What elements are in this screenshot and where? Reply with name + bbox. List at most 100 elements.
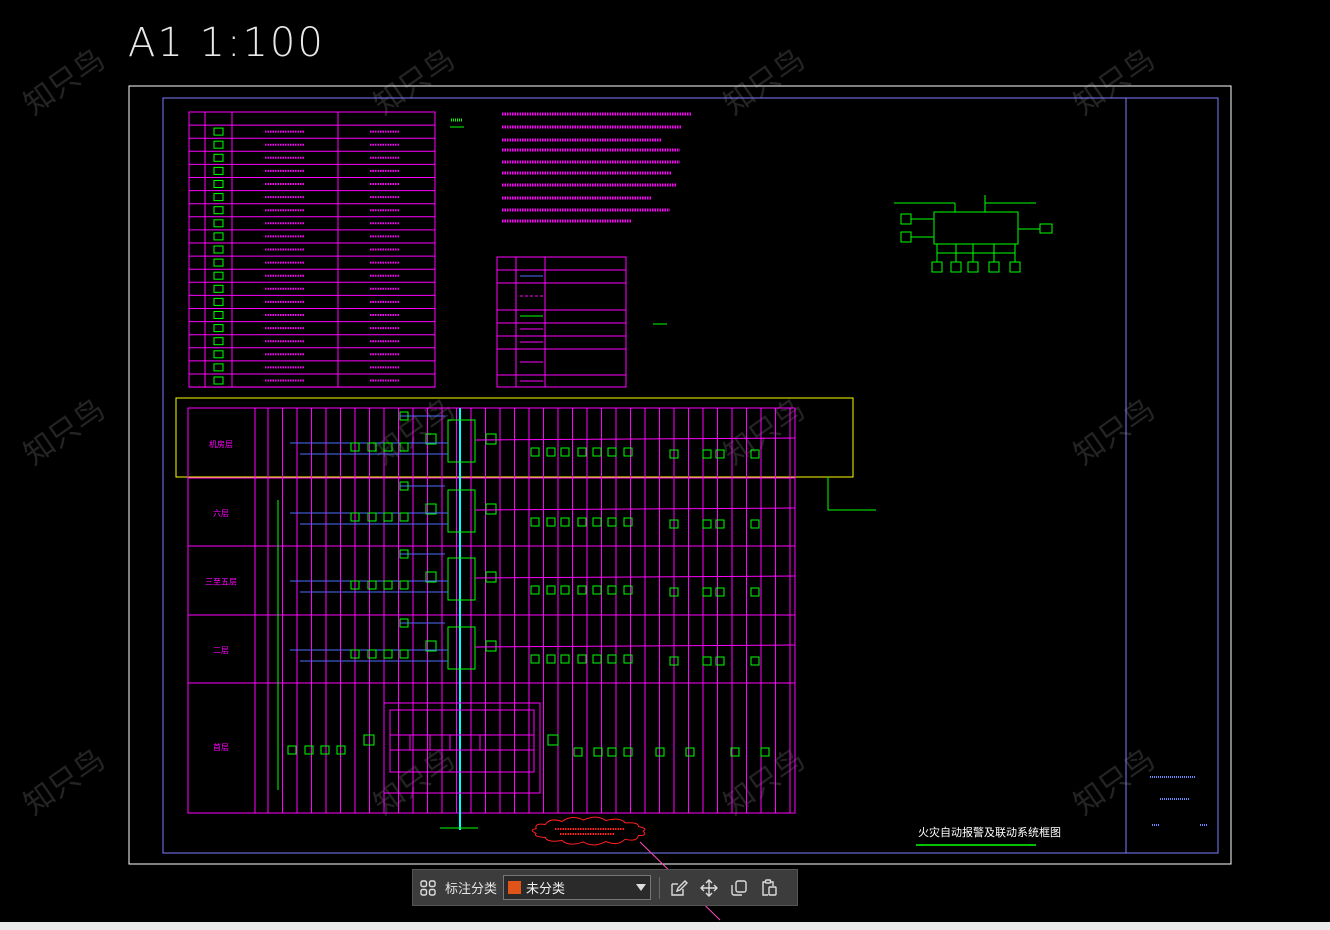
edit-icon[interactable] [664, 873, 694, 903]
floor-device-symbol [530, 585, 540, 595]
floor-speaker-symbol [399, 618, 409, 628]
floor-module-symbol [425, 571, 437, 583]
legend-symbol [213, 284, 224, 293]
floor-module-symbol [425, 503, 437, 515]
floor-device-symbol [350, 580, 360, 590]
legend-symbol [213, 166, 224, 175]
legend-symbol [213, 206, 224, 215]
floor-module-symbol [485, 433, 497, 445]
ground-device-symbol [730, 747, 740, 757]
floor-device-symbol [383, 649, 393, 659]
linetype-table [496, 256, 667, 388]
floor-device-symbol [702, 449, 712, 459]
floor-module-symbol [425, 640, 437, 652]
ground-device-symbol [607, 747, 617, 757]
floor-label: 机房层 [209, 439, 233, 449]
floor-device-symbol [750, 656, 760, 666]
drawing-title: 火灾自动报警及联动系统框图 [918, 825, 1061, 839]
floor-device-symbol [560, 517, 570, 527]
legend-symbol [213, 376, 224, 385]
copy-icon[interactable] [724, 873, 754, 903]
watermark-text: 知只鸟 [1068, 392, 1162, 472]
floor-device-symbol [715, 449, 725, 459]
floor-speaker-symbol [399, 549, 409, 559]
watermark-text: 知只鸟 [718, 42, 812, 122]
floor-device-symbol [592, 447, 602, 457]
floor-controller-box [447, 419, 476, 463]
floor-device-symbol [715, 656, 725, 666]
ground-module-symbol [547, 734, 559, 746]
legend-symbol [213, 311, 224, 319]
watermark-text: 知只鸟 [368, 392, 462, 472]
fire-control-room [383, 702, 541, 794]
floor-bus-line [474, 575, 796, 579]
module-device-symbol [988, 261, 1000, 273]
floor-bus-line [474, 644, 796, 648]
floor-device-symbol [750, 587, 760, 597]
floor-device-symbol [399, 442, 409, 452]
legend-table [188, 111, 436, 388]
floor-device-symbol [669, 656, 679, 666]
ground-detector-symbol [336, 745, 346, 755]
legend-symbol [213, 363, 224, 372]
floor-device-symbol [546, 585, 556, 595]
floor-device-symbol [669, 587, 679, 597]
floor-controller-box [447, 626, 476, 670]
module-diagram [894, 195, 1053, 273]
ground-detector-symbol [287, 745, 297, 755]
floor-device-symbol [592, 585, 602, 595]
floor-device-symbol [750, 519, 760, 529]
legend-symbol [213, 153, 224, 162]
floor-device-symbol [577, 447, 587, 457]
floor-speaker-symbol [399, 411, 409, 421]
legend-symbol [213, 271, 224, 280]
floor-device-symbol [399, 649, 409, 659]
category-color-swatch [508, 881, 522, 894]
ground-device-symbol [623, 747, 633, 757]
floor-device-symbol [367, 649, 377, 659]
legend-symbol [213, 297, 224, 306]
move-icon[interactable] [694, 873, 724, 903]
ground-device-symbol [655, 747, 665, 757]
floor-device-symbol [560, 654, 570, 664]
floor-device-symbol [530, 654, 540, 664]
ground-device-symbol [760, 747, 770, 757]
floor-bus-line [474, 507, 796, 511]
sheet-frame [128, 85, 1232, 865]
floor-bus-line [474, 437, 796, 441]
floor-device-symbol [546, 447, 556, 457]
category-select[interactable]: 未分类 [503, 875, 652, 900]
floor-device-symbol [367, 442, 377, 452]
legend-symbol [213, 127, 224, 136]
floor-device-symbol [383, 442, 393, 452]
module-device-symbol [967, 261, 979, 273]
floor-device-symbol [669, 519, 679, 529]
category-select-value: 未分类 [526, 882, 566, 897]
floor-device-symbol [750, 449, 760, 459]
notes-block [450, 112, 692, 223]
floor-device-symbol [607, 585, 617, 595]
floor-label: 首层 [213, 742, 229, 752]
ground-device-symbol [593, 747, 603, 757]
floor-label: 二层 [213, 646, 229, 655]
watermark-text: 知只鸟 [1068, 742, 1162, 822]
floor-device-symbol [623, 585, 633, 595]
scale-label: A1 1:100 [128, 20, 325, 66]
category-label: 标注分类 [445, 882, 498, 897]
ground-device-symbol [685, 747, 695, 757]
floor-module-symbol [425, 433, 437, 445]
status-strip [0, 922, 1330, 930]
ground-module-symbol [363, 734, 375, 746]
module-device-symbol [931, 261, 943, 273]
floor-device-symbol [546, 654, 556, 664]
watermark-text: 知只鸟 [18, 392, 112, 472]
legend-symbol [213, 193, 224, 202]
linetype-table-frame [496, 256, 627, 388]
legend-symbol [213, 258, 224, 267]
grid-icon[interactable] [413, 873, 443, 903]
module-box [933, 211, 1019, 245]
paste-icon[interactable] [754, 873, 784, 903]
